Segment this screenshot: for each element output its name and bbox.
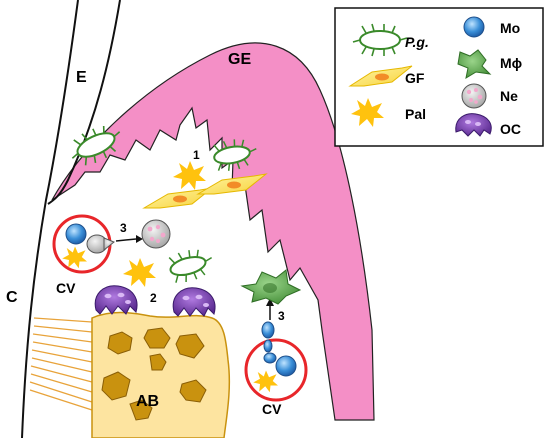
label-c: C	[6, 289, 18, 306]
arrow-step-3-left	[115, 238, 137, 242]
legend-oc-label: OC	[500, 121, 521, 137]
label-step-1: 1	[193, 148, 200, 162]
pg-bacterium-step2	[168, 249, 213, 283]
neutrophil-transmigrating	[86, 234, 115, 254]
osteoclast-left	[94, 285, 138, 315]
tooth-enamel-outline	[21, 0, 79, 439]
pal-burst-step2	[123, 258, 156, 287]
monocyte-right	[275, 355, 297, 377]
label-step-2: 2	[150, 291, 157, 305]
gf-fibroblast-1	[142, 187, 214, 209]
pg-bacterium-upper	[71, 125, 121, 166]
neutrophil-tissue	[141, 219, 171, 249]
pal-burst-vessel-left	[62, 246, 87, 269]
label-cv-left: CV	[56, 280, 76, 296]
legend-gf-fibroblast-icon	[348, 65, 413, 87]
macrophage-tissue	[240, 269, 302, 305]
pal-burst-step1	[173, 161, 206, 190]
gingival-epithelium-shape	[51, 42, 375, 421]
arrow-head-step-3-right	[266, 298, 274, 306]
legend-pal-label: Pal	[405, 106, 426, 122]
pal-burst-vessel-right	[253, 370, 278, 393]
arrow-head-step-3-left	[136, 235, 143, 243]
legend-gf-label: GF	[405, 70, 425, 86]
monocyte-left	[65, 223, 87, 245]
legend-mphi-label: Mϕ	[500, 55, 522, 71]
gf-fibroblast-2	[196, 173, 268, 195]
legend-oc-osteoclast-icon	[455, 113, 492, 137]
legend-ne-label: Ne	[500, 88, 518, 104]
label-step-3-right: 3	[278, 309, 285, 323]
pg-bacterium-step1	[213, 139, 257, 171]
osteoclast-right	[172, 287, 216, 317]
label-e: E	[76, 69, 87, 86]
legend-pg-label: P.g.	[405, 34, 429, 50]
legend-pal-burst-icon	[351, 98, 384, 127]
legend-mo-label: Mo	[500, 20, 520, 36]
legend-pg-bacterium-icon	[352, 23, 408, 57]
legend-mphi-macrophage-icon	[457, 49, 492, 80]
legend-mo-monocyte-icon	[463, 16, 485, 38]
monocyte-transmigrating	[261, 321, 277, 364]
label-ge: GE	[228, 51, 251, 68]
capillary-vessel-right	[244, 338, 308, 402]
bone-cavities	[101, 327, 207, 421]
periodontal-ligament-fibers	[29, 317, 93, 411]
label-step-3-left: 3	[120, 221, 127, 235]
label-ab: AB	[136, 393, 159, 410]
legend-ne-neutrophil-icon	[461, 83, 487, 109]
label-cv-right: CV	[262, 401, 282, 417]
